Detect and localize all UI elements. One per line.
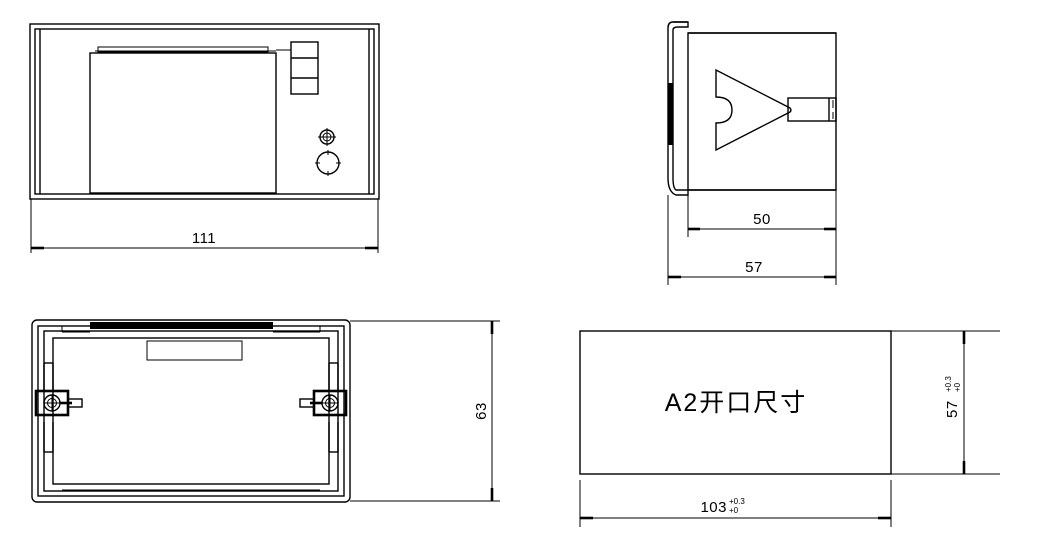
- bezel-top-lip: [97, 46, 269, 53]
- rear-left-ribs: [43, 362, 54, 453]
- bezel-profile: [667, 21, 689, 196]
- dimension-cutout-width: 103 +0.3 +0: [579, 480, 892, 527]
- connector-wedge: [715, 68, 792, 152]
- dimension-tol-lower-cutout-height: +0: [953, 382, 962, 392]
- dimension-value-front-width: 111: [192, 230, 216, 247]
- cutout-label: A2开口尺寸: [665, 389, 808, 417]
- cable-stub: [787, 97, 837, 122]
- side-tab: [276, 41, 319, 95]
- center-notch: [146, 340, 243, 361]
- dimension-value-cutout-height: 57: [944, 400, 961, 418]
- rotary-knob: [315, 150, 341, 176]
- dimension-front-width: 111: [30, 199, 379, 253]
- dimension-side-overall: 57: [667, 195, 837, 285]
- dimension-value-rear-height: 63: [473, 402, 490, 420]
- mounting-clip-left: [34, 389, 83, 417]
- indicator-led: [318, 128, 336, 146]
- rear-right-ribs: [328, 362, 339, 453]
- dimension-cutout-height: 57 +0.3 +0: [891, 330, 1000, 475]
- dimension-tol-lower-cutout-width: +0: [729, 506, 739, 515]
- bezel-outer-frame: [29, 23, 380, 200]
- dimension-side-depth: 50: [687, 190, 837, 237]
- bottom-rail: [62, 483, 320, 491]
- rear-view: 63: [31, 319, 500, 503]
- cutout-rectangle: [579, 330, 892, 475]
- mounting-clip-right: [299, 389, 348, 417]
- display-window: [89, 50, 277, 194]
- top-rail: [61, 322, 321, 333]
- dimension-value-cutout-width: 103: [700, 499, 727, 516]
- dimension-tol-upper-cutout-height: +0.3: [944, 376, 953, 392]
- dimension-rear-height: 63: [350, 320, 500, 502]
- rear-outer-frame: [31, 319, 351, 503]
- panel-cutout-view: A2开口尺寸 103 +0.3 +0 57 +0.3 +0: [579, 330, 1000, 527]
- dimension-value-side-overall: 57: [745, 259, 763, 276]
- body-housing: [687, 32, 837, 191]
- side-view: 50 57: [667, 21, 837, 285]
- dimension-value-side-depth: 50: [753, 211, 771, 228]
- front-view: 111: [29, 23, 380, 253]
- dimension-tol-upper-cutout-width: +0.3: [729, 497, 745, 506]
